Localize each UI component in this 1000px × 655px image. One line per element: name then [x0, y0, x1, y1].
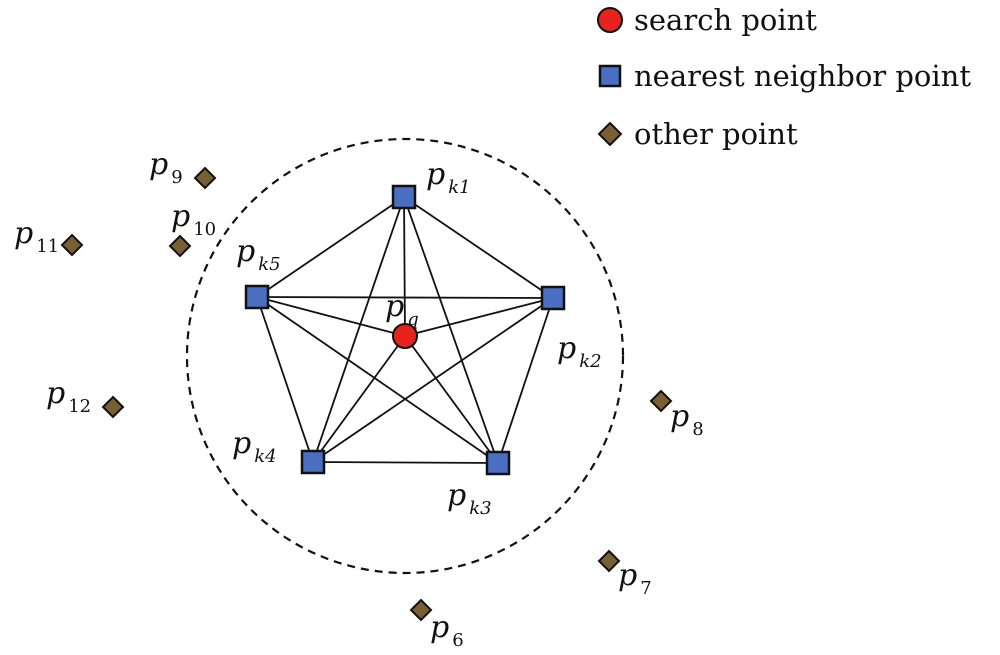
search-radius-boundary: [185, 137, 625, 575]
neighbor-edges: [256, 196, 554, 464]
neighbor-point-pk5: [244, 284, 270, 310]
other-point-marker-icon: [590, 114, 630, 154]
other-point-p12: [101, 395, 125, 419]
search-point-group: [392, 323, 418, 349]
legend-item-search: search point: [590, 0, 817, 40]
legend-label: nearest neighbor point: [634, 59, 971, 93]
edge-q-k4: [312, 335, 406, 463]
neighbor-point-pk1: [391, 184, 417, 210]
other-points: [60, 166, 673, 622]
other-point-p10: [168, 234, 192, 258]
edge-q-k3: [404, 335, 499, 464]
nearest-neighbor-points: [244, 184, 566, 476]
edge-k2-k3: [497, 297, 554, 464]
edge-q-k1: [403, 196, 406, 337]
other-point-p8: [649, 389, 673, 413]
neighbor-point-pk3: [485, 450, 511, 476]
search-point: [392, 323, 418, 349]
search-point-marker-icon: [590, 0, 630, 40]
neighbor-point-marker-icon: [590, 56, 630, 96]
other-point-p6: [409, 598, 433, 622]
edge-k1-k2: [403, 196, 554, 299]
neighbor-point-pk4: [300, 449, 326, 475]
edge-k4-k5: [256, 296, 314, 463]
edge-k1-k5: [256, 196, 405, 298]
legend-label: other point: [634, 117, 798, 151]
neighbor-point-pk2: [540, 285, 566, 311]
other-point-p9: [193, 166, 217, 190]
edge-k2-k4: [312, 297, 554, 463]
edge-k3-k4: [312, 461, 499, 464]
legend-item-neighbor: nearest neighbor point: [590, 56, 971, 96]
other-point-p7: [597, 549, 621, 573]
legend: search point nearest neighbor point othe…: [590, 0, 1000, 160]
edge-k3-k5: [256, 296, 499, 464]
other-point-p11: [60, 233, 84, 257]
edge-q-k2: [404, 297, 554, 337]
edge-k1-k3: [403, 196, 499, 464]
edge-q-k5: [256, 296, 406, 337]
legend-item-other: other point: [590, 114, 798, 154]
legend-label: search point: [634, 3, 817, 37]
edge-k1-k4: [312, 196, 405, 463]
